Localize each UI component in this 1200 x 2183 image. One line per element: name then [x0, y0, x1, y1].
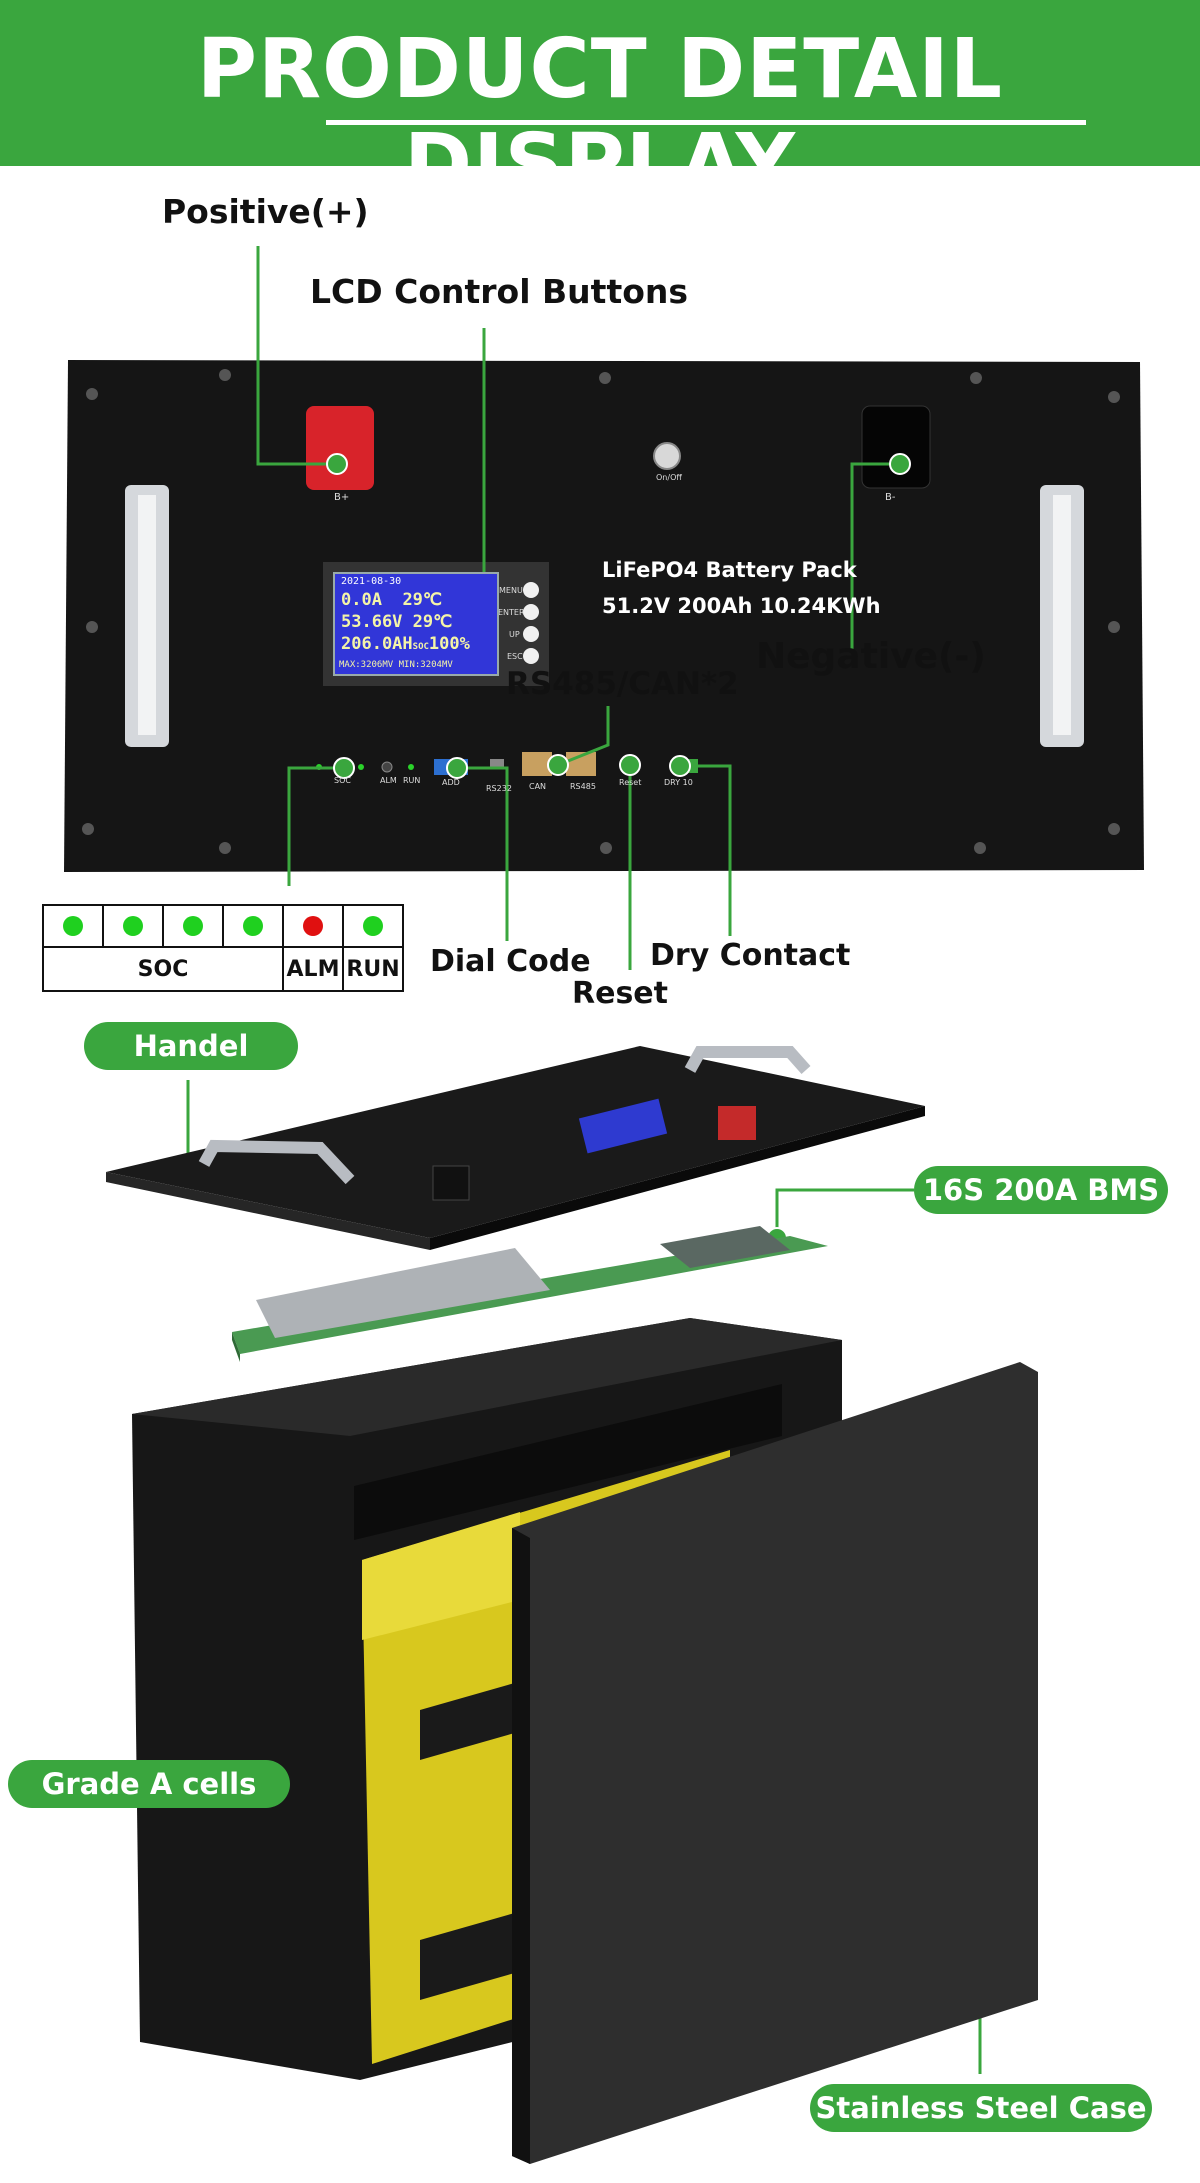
- top-cover-plate: [106, 1046, 925, 1238]
- top-black-terminal: [432, 1165, 470, 1201]
- side-panel: [512, 1362, 1038, 2164]
- indicator-table: SOC ALM RUN: [42, 904, 404, 992]
- heat-sink: [256, 1248, 550, 1338]
- top-lcd: [578, 1098, 668, 1154]
- port-label-dry: DRY 10: [664, 778, 693, 787]
- label-on-off: On/Off: [656, 473, 682, 482]
- positive-terminal: [306, 406, 374, 490]
- lcd-voltage: 53.66V 29℃: [341, 612, 453, 632]
- callout-positive: Positive(+): [162, 192, 369, 231]
- port-label-reset: Reset: [619, 778, 642, 787]
- mounting-holes: [82, 369, 1120, 854]
- alm-led: [303, 916, 323, 936]
- bms-board: [232, 1236, 828, 1354]
- callout-negative: Negative(-): [756, 636, 986, 677]
- lcd-date: 2021-08-30: [341, 576, 402, 587]
- label-row: SOC ALM RUN: [42, 946, 404, 992]
- button-label-up: UP: [509, 630, 520, 639]
- top-handle-front: [198, 1139, 355, 1185]
- product-name: LiFePO4 Battery Pack: [602, 558, 857, 582]
- soc-led-2: [123, 916, 143, 936]
- label-b-plus: B+: [334, 492, 350, 503]
- button-label-enter: ENTER: [498, 608, 525, 617]
- product-spec: 51.2V 200Ah 10.24KWh: [602, 594, 881, 618]
- callout-dial-code: Dial Code: [430, 944, 591, 979]
- lcd-control-buttons: [523, 582, 539, 664]
- on-off-switch: [653, 442, 681, 470]
- title-underline: [326, 120, 1086, 125]
- port-label-can: CAN: [529, 782, 547, 791]
- port-label-soc: SOC: [334, 776, 351, 785]
- callout-dry-contact: Dry Contact: [650, 938, 851, 973]
- callout-lcd-control-buttons: LCD Control Buttons: [310, 272, 689, 311]
- header-banner: [0, 0, 1200, 166]
- lcd-display: 2021-08-30 0.0A 29℃ 53.66V 29℃ 206.0AHSO…: [333, 572, 499, 676]
- callout-rs485-can: RS485/CAN*2: [506, 666, 739, 702]
- negative-terminal: [861, 405, 931, 489]
- soc-led-3: [183, 916, 203, 936]
- callout-reset: Reset: [572, 976, 668, 1011]
- run-label: RUN: [342, 946, 404, 992]
- soc-led-4: [243, 916, 263, 936]
- port-label-add: ADD: [442, 778, 460, 787]
- port-label-alm: ALM: [380, 776, 397, 785]
- soc-label: SOC: [42, 946, 284, 992]
- button-label-esc: ESC: [507, 652, 523, 661]
- pill-bms: 16S 200A BMS: [914, 1166, 1168, 1214]
- pill-grade-a-cells: Grade A cells: [8, 1760, 290, 1808]
- lcd-footer: MAX:3206MV MIN:3204MV: [339, 660, 453, 670]
- lcd-capacity: 206.0AHSOC100%: [341, 634, 470, 654]
- lcd-current: 0.0A 29℃: [341, 590, 442, 610]
- led-row: [42, 904, 404, 948]
- port-label-rs232: RS232: [486, 784, 512, 793]
- port-label-rs485: RS485: [570, 782, 596, 791]
- page-title: PRODUCT DETAIL DISPLAY: [196, 22, 1004, 212]
- port-label-run: RUN: [403, 776, 421, 785]
- alm-label: ALM: [282, 946, 344, 992]
- soc-led-1: [63, 916, 83, 936]
- pill-handel: Handel: [84, 1022, 298, 1070]
- top-red-terminal: [718, 1106, 756, 1140]
- label-b-minus: B-: [885, 492, 896, 503]
- button-label-menu: MENU: [499, 586, 523, 595]
- top-handle-back: [684, 1046, 811, 1074]
- run-led: [363, 916, 383, 936]
- pill-stainless-steel-case: Stainless Steel Case: [810, 2084, 1152, 2132]
